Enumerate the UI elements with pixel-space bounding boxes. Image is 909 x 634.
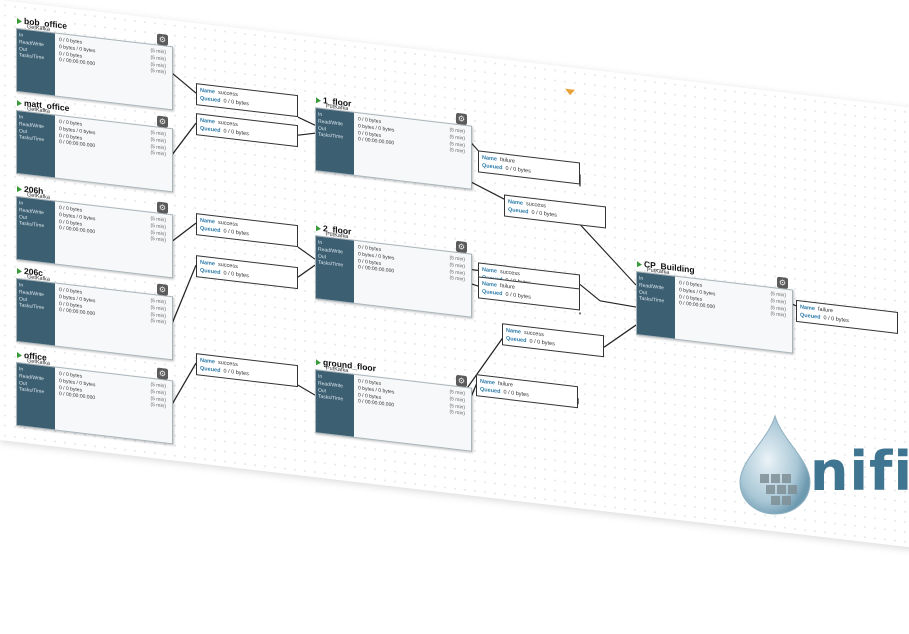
- connection-line[interactable]: [579, 224, 637, 286]
- processor-type-icon: ⚙: [456, 374, 467, 388]
- connection-line[interactable]: [297, 131, 316, 137]
- connection-line[interactable]: [170, 360, 197, 409]
- processor-type-icon: ⚙: [157, 283, 168, 296]
- connection-line[interactable]: [603, 321, 637, 351]
- connection-line[interactable]: [170, 220, 197, 245]
- processor-type-icon: ⚙: [777, 276, 788, 289]
- stat-window: (5 min)(5 min)(5 min)(5 min): [150, 47, 166, 76]
- connection-line[interactable]: [297, 384, 316, 396]
- processor-type-icon: ⚙: [157, 33, 168, 46]
- stat-window: (5 min)(5 min)(5 min)(5 min): [150, 297, 166, 326]
- run-icon: [17, 99, 22, 107]
- connection-line[interactable]: [170, 71, 197, 94]
- bulletin-indicator-icon: [565, 88, 575, 96]
- run-icon: [316, 225, 321, 232]
- stat-window: (5 min)(5 min)(5 min)(5 min): [770, 290, 786, 320]
- connection-line[interactable]: [579, 283, 601, 302]
- connection-line[interactable]: [469, 180, 506, 201]
- run-icon: [637, 261, 642, 268]
- connection-line[interactable]: [170, 120, 197, 159]
- run-icon: [316, 359, 321, 366]
- run-icon: [17, 351, 22, 359]
- processor-type-icon: ⚙: [456, 112, 467, 126]
- run-icon: [17, 17, 22, 25]
- run-icon: [17, 185, 22, 193]
- connection-line[interactable]: [599, 300, 637, 308]
- run-icon: [17, 267, 22, 275]
- connection-line[interactable]: [297, 116, 316, 126]
- processor-type-icon: ⚙: [157, 201, 168, 214]
- stat-window: (5 min)(5 min)(5 min)(5 min): [150, 129, 166, 158]
- stat-window: (5 min)(5 min)(5 min)(5 min): [449, 127, 465, 156]
- nifi-drop-icon: [739, 414, 811, 515]
- stat-window: (5 min)(5 min)(5 min)(5 min): [150, 215, 166, 244]
- connection-line[interactable]: [170, 262, 197, 329]
- processor-type-icon: ⚙: [157, 367, 168, 380]
- run-icon: [316, 97, 321, 104]
- processor-type-icon: ⚙: [456, 240, 467, 254]
- stat-window: (5 min)(5 min)(5 min)(5 min): [449, 255, 465, 284]
- connection-line[interactable]: [297, 246, 316, 260]
- stat-window: (5 min)(5 min)(5 min)(5 min): [449, 389, 465, 418]
- stat-window: (5 min)(5 min)(5 min)(5 min): [150, 381, 166, 410]
- nifi-logo: nifi: [730, 410, 909, 520]
- nifi-wordmark: nifi: [810, 440, 909, 503]
- processor-type-icon: ⚙: [157, 115, 168, 128]
- connection-line[interactable]: [297, 263, 316, 279]
